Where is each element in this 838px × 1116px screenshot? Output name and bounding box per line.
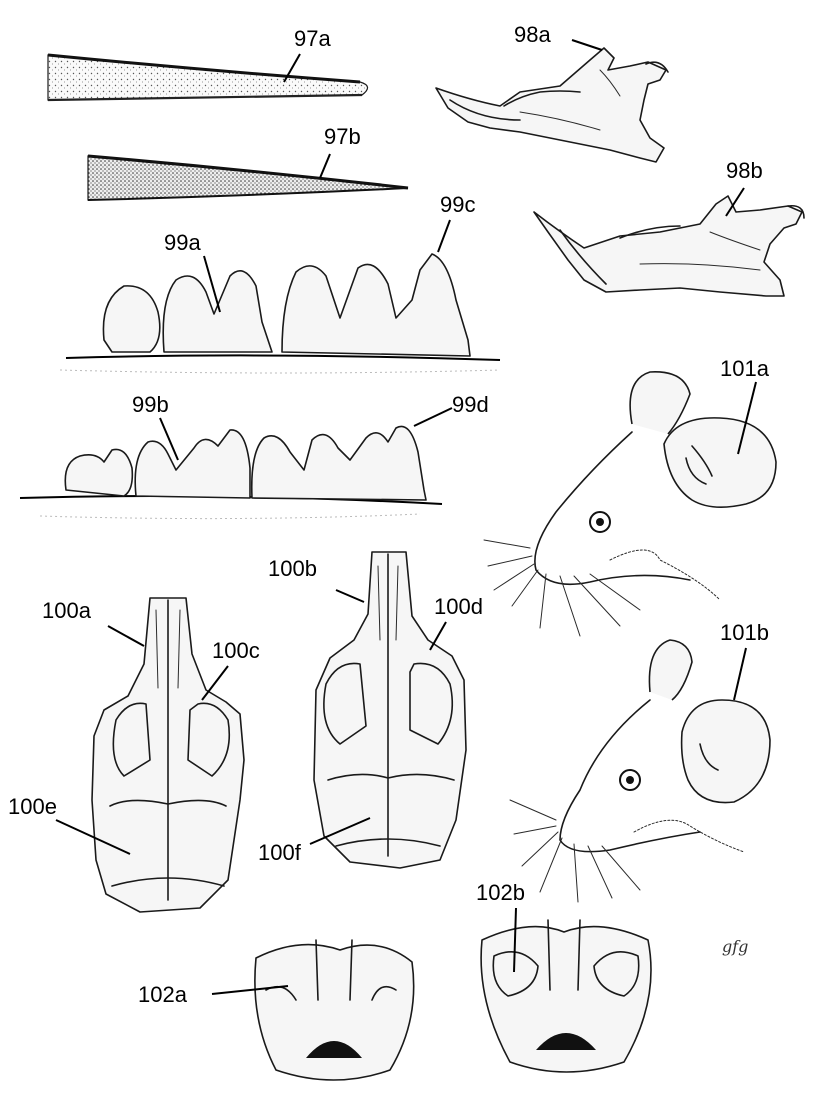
mandible-98b xyxy=(533,195,805,297)
skull-rear-102b xyxy=(480,919,652,1073)
jaw-stipple-lower xyxy=(39,513,421,520)
label-102b: 102b xyxy=(476,880,525,905)
label-100c: 100c xyxy=(212,638,260,663)
label-100b: 100b xyxy=(268,556,317,581)
label-99a: 99a xyxy=(164,230,201,255)
jaw-stipple-upper xyxy=(59,369,501,374)
label-97b: 97b xyxy=(324,124,361,149)
head-101a xyxy=(483,371,777,637)
artist-signature: gfg xyxy=(722,937,748,956)
label-102a: 102a xyxy=(138,982,188,1007)
label-97a: 97a xyxy=(294,26,331,51)
label-98b: 98b xyxy=(726,158,763,183)
skull-left xyxy=(91,597,245,913)
skull-rear-102a xyxy=(254,939,415,1081)
label-99c: 99c xyxy=(440,192,475,217)
label-98a: 98a xyxy=(514,22,551,47)
leader-lines xyxy=(55,39,757,995)
label-99b: 99b xyxy=(132,392,169,417)
label-100d: 100d xyxy=(434,594,483,619)
head-101b xyxy=(509,639,771,903)
incisor-97a xyxy=(47,53,369,102)
label-100a: 100a xyxy=(42,598,92,623)
incisor-97b xyxy=(87,154,409,201)
label-101b: 101b xyxy=(720,620,769,645)
mandible-98a xyxy=(435,47,669,163)
label-100e: 100e xyxy=(8,794,57,819)
label-101a: 101a xyxy=(720,356,770,381)
label-99d: 99d xyxy=(452,392,489,417)
molar-row-lower xyxy=(19,425,443,505)
molar-row-upper xyxy=(65,253,501,361)
label-100f: 100f xyxy=(258,840,302,865)
skull-right xyxy=(313,551,467,869)
